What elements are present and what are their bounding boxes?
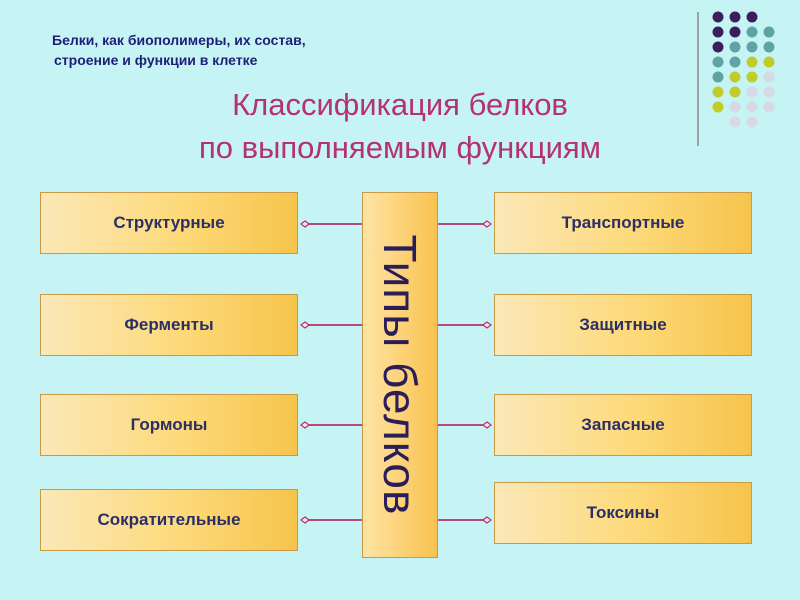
header-line-2: строение и функции в клетке bbox=[54, 52, 258, 68]
left-box-contractile: Сократительные bbox=[40, 489, 298, 551]
decorative-dot bbox=[729, 116, 741, 128]
decorative-dot bbox=[763, 101, 775, 113]
left-box-label: Гормоны bbox=[130, 415, 208, 434]
right-box-transport: Транспортные bbox=[494, 192, 752, 254]
right-box-label: Запасные bbox=[581, 415, 665, 434]
decorative-dot bbox=[746, 116, 758, 128]
left-box-label: Ферменты bbox=[124, 315, 214, 334]
decorative-dot bbox=[729, 56, 741, 68]
right-box-storage: Запасные bbox=[494, 394, 752, 456]
title-line-1: Классификация белков bbox=[232, 87, 568, 122]
connector-marker bbox=[482, 516, 492, 524]
decorative-dot bbox=[763, 71, 775, 83]
slide-title: Классификация белков по выполняемым функ… bbox=[0, 83, 800, 169]
connector-marker bbox=[300, 220, 310, 228]
left-box-label: Структурные bbox=[113, 213, 225, 232]
decorative-dot bbox=[712, 86, 724, 98]
decorative-dot bbox=[729, 71, 741, 83]
decorative-dot bbox=[763, 56, 775, 68]
left-box-label: Сократительные bbox=[97, 510, 241, 529]
right-box-label: Токсины bbox=[586, 503, 660, 522]
decorative-dot bbox=[712, 56, 724, 68]
decorative-dot bbox=[746, 26, 758, 38]
decorative-dot bbox=[712, 71, 724, 83]
decorative-dot bbox=[763, 26, 775, 38]
decorative-dot bbox=[712, 26, 724, 38]
right-box-protective: Защитные bbox=[494, 294, 752, 356]
decorative-dot bbox=[712, 41, 724, 53]
right-box-label: Защитные bbox=[579, 315, 667, 334]
decorative-divider bbox=[697, 12, 699, 146]
decorative-dot bbox=[729, 86, 741, 98]
decorative-dot bbox=[712, 11, 724, 23]
decorative-dot bbox=[712, 101, 724, 113]
decorative-dot bbox=[763, 86, 775, 98]
decorative-dot bbox=[746, 86, 758, 98]
decorative-dot bbox=[763, 41, 775, 53]
decorative-dot bbox=[729, 41, 741, 53]
slide-header: Белки, как биополимеры, их состав, строе… bbox=[52, 30, 306, 70]
left-box-hormones: Гормоны bbox=[40, 394, 298, 456]
decorative-dot bbox=[729, 101, 741, 113]
right-box-toxins: Токсины bbox=[494, 482, 752, 544]
decorative-dot bbox=[746, 101, 758, 113]
decorative-dot-grid bbox=[712, 11, 775, 128]
decorative-dot bbox=[746, 56, 758, 68]
connector-marker bbox=[300, 516, 310, 524]
decorative-dot bbox=[746, 41, 758, 53]
right-box-label: Транспортные bbox=[561, 213, 685, 232]
title-line-2: по выполняемым функциям bbox=[198, 130, 601, 165]
center-column-protein-types: Типы белков bbox=[362, 192, 438, 558]
connector-marker bbox=[482, 220, 492, 228]
decorative-dot bbox=[746, 71, 758, 83]
left-box-enzymes: Ферменты bbox=[40, 294, 298, 356]
decorative-dot bbox=[746, 11, 758, 23]
header-line-1: Белки, как биополимеры, их состав, bbox=[52, 32, 306, 48]
connector-marker bbox=[482, 321, 492, 329]
center-label: Типы белков bbox=[374, 234, 426, 516]
decorative-dot bbox=[729, 11, 741, 23]
decorative-dot bbox=[729, 26, 741, 38]
connector-marker bbox=[482, 421, 492, 429]
connector-marker bbox=[300, 321, 310, 329]
left-box-structural: Структурные bbox=[40, 192, 298, 254]
connector-marker bbox=[300, 421, 310, 429]
